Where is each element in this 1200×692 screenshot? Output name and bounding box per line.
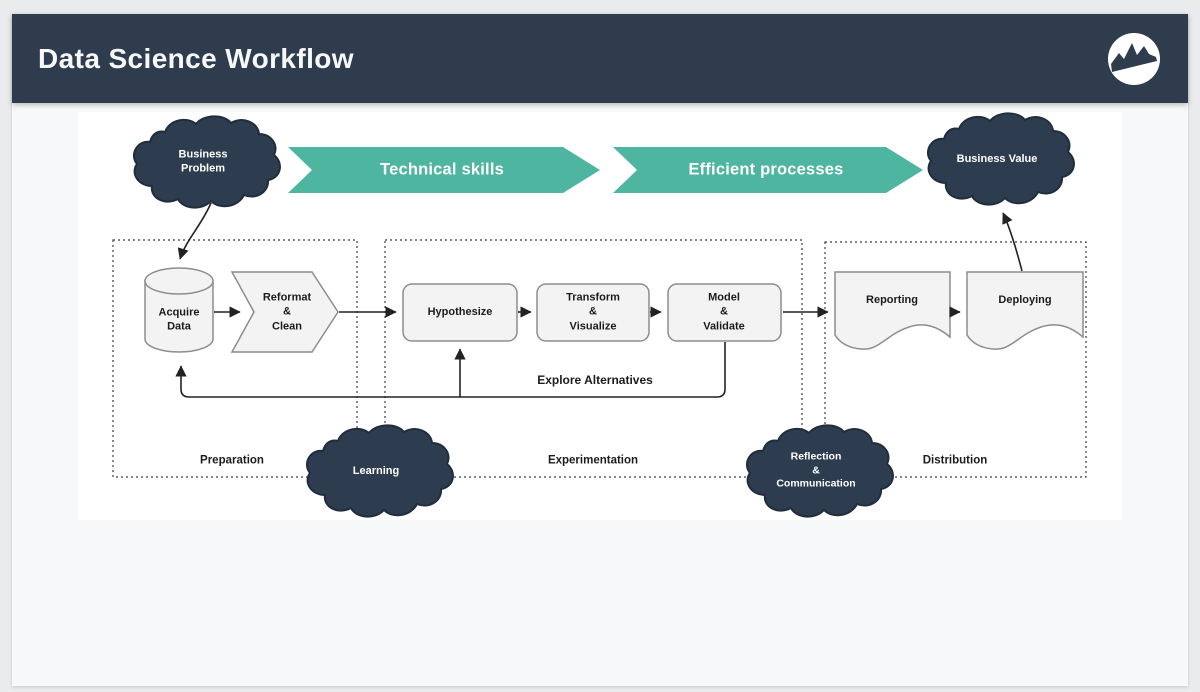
- cloud-business-problem-label: Business Problem: [178, 148, 228, 175]
- group-preparation-label: Preparation: [200, 454, 264, 467]
- cloud-business-value-label: Business Value: [956, 152, 1038, 165]
- cloud-reflection-communication-label: Reflection & Communication: [776, 450, 856, 490]
- line-chart-logo-icon: [1108, 33, 1160, 85]
- header-bar: Data Science Workflow: [12, 14, 1188, 103]
- node-hypothesize-label: Hypothesize: [427, 305, 493, 318]
- node-reporting-label: Reporting: [866, 293, 918, 306]
- group-distribution-label: Distribution: [922, 454, 988, 467]
- cloud-learning-label: Learning: [352, 464, 400, 477]
- page-title: Data Science Workflow: [38, 42, 354, 74]
- node-reformat-clean-label: Reformat & Clean: [262, 291, 312, 333]
- node-transform-visualize-label: Transform & Visualize: [566, 291, 620, 333]
- banner-efficient-processes-label: Efficient processes: [688, 160, 844, 179]
- node-acquire-data-label: Acquire Data: [158, 306, 200, 333]
- group-experimentation-label: Experimentation: [547, 454, 639, 467]
- node-deploying-label: Deploying: [998, 293, 1052, 306]
- node-model-validate-label: Model & Validate: [703, 291, 745, 333]
- explore-alternatives-label: Explore Alternatives: [537, 373, 653, 388]
- banner-technical-skills-label: Technical skills: [380, 160, 504, 179]
